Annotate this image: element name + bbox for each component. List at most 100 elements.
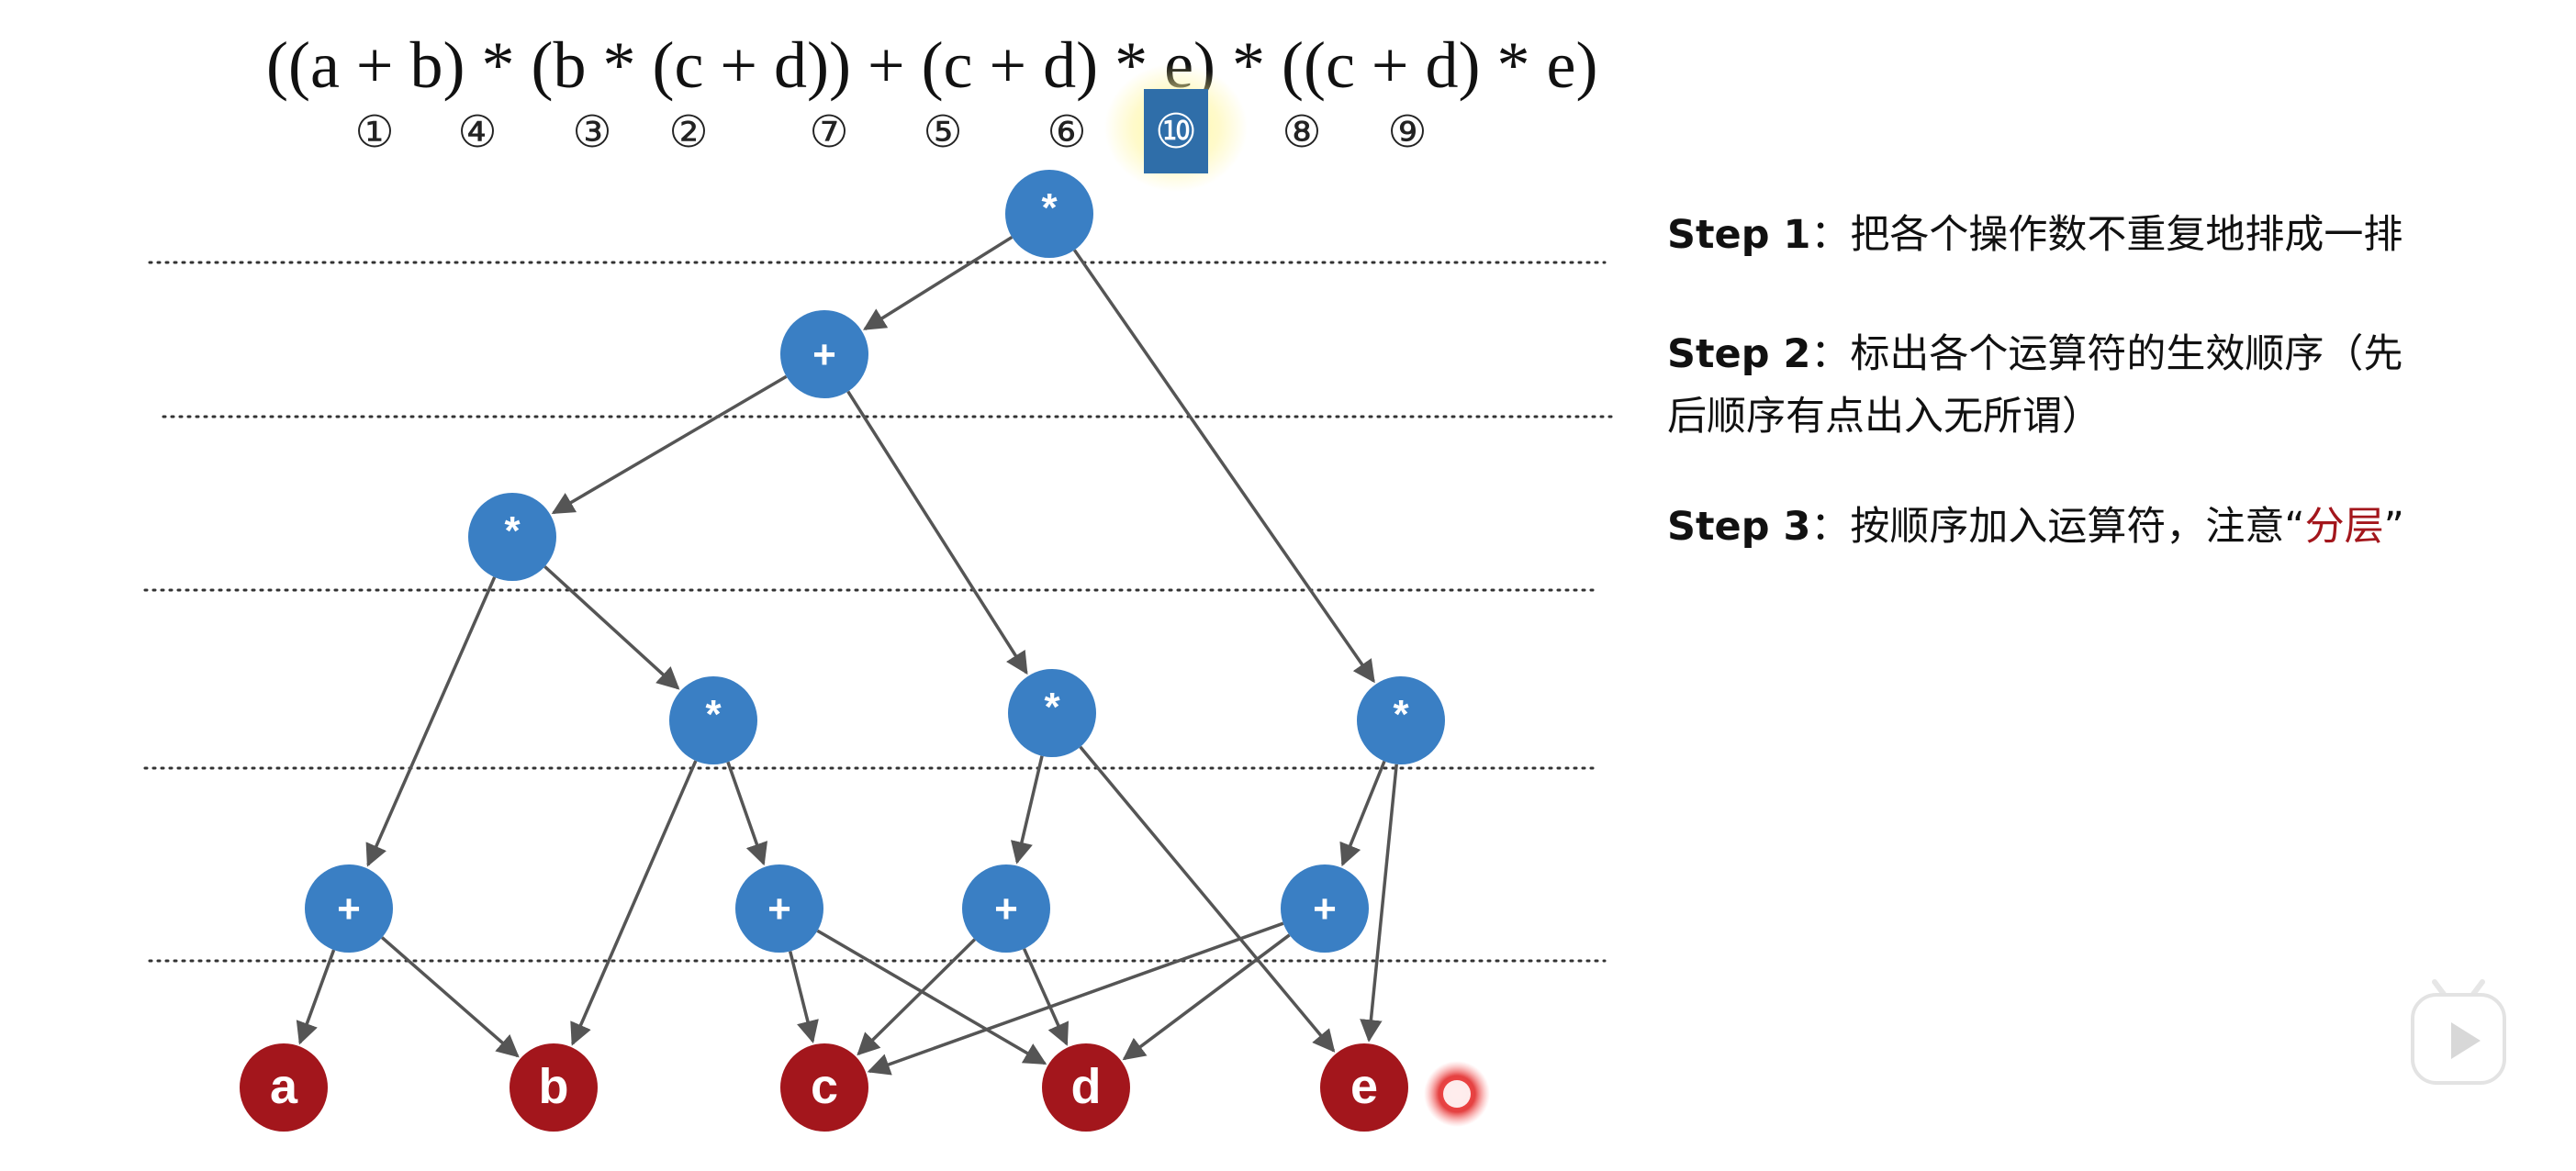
operand-node-circle: [240, 1043, 328, 1132]
operator-node-circle: [1357, 676, 1445, 764]
operator-node-circle: [780, 310, 868, 398]
operator-node-label: +: [767, 887, 791, 931]
step-item: Step 1：把各个操作数不重复地排成一排: [1667, 212, 2402, 258]
edge-n2-to-d: [816, 929, 1047, 1065]
step-text: ：把各个操作数不重复地排成一排: [1810, 212, 2402, 258]
edge-n2-to-c: [789, 951, 819, 1043]
operator-node-circle: [1281, 864, 1369, 953]
operator-node-circle: [735, 864, 823, 953]
operand-node-circle: [1320, 1043, 1408, 1132]
tree-nodes: * + * * * * + + + + a b c d e: [240, 170, 1445, 1132]
operator-node-label: *: [1041, 185, 1058, 230]
order-label: ⑧: [1282, 106, 1321, 158]
step-emphasis: 分层: [2305, 504, 2384, 550]
operator-node: *: [1357, 676, 1445, 764]
edge-n1-to-b: [380, 936, 520, 1058]
order-label: ⑨: [1387, 106, 1427, 158]
order-label-highlight: ⑩: [1104, 63, 1248, 192]
edge-n7-to-n4: [551, 374, 788, 515]
operand-node-label: b: [539, 1059, 569, 1114]
step-suffix: ”: [2384, 504, 2404, 550]
edge-n3-to-b: [570, 760, 698, 1046]
operand-node: b: [510, 1043, 598, 1132]
step-line: Step 3：按顺序加入运算符，注意“分层”: [1667, 504, 2404, 550]
operand-node-label: e: [1350, 1059, 1378, 1114]
edge-n5-to-d: [1022, 948, 1070, 1046]
operator-node-label: *: [705, 692, 722, 737]
layer-separators: [143, 261, 1618, 963]
operator-node-circle: [1005, 170, 1093, 258]
operator-node: +: [305, 864, 393, 953]
step-line-continued: 后顺序有点出入无所谓）: [1667, 394, 2101, 440]
operator-node: *: [1008, 669, 1096, 757]
edge-n9-to-n8: [1339, 760, 1386, 867]
edge-n1-to-a: [296, 949, 336, 1045]
operator-node: *: [669, 676, 757, 764]
operator-node-label: +: [1313, 887, 1337, 931]
operator-node-circle: [669, 676, 757, 764]
step-item: Step 3：按顺序加入运算符，注意“分层”: [1667, 504, 2404, 550]
step-text: ：按顺序加入运算符，注意“: [1810, 504, 2304, 550]
highlight-box: [1144, 89, 1208, 173]
edge-n6-to-n5: [1010, 755, 1044, 864]
operator-node: +: [962, 864, 1050, 953]
step-label: Step 3: [1667, 504, 1810, 550]
operand-node-label: d: [1071, 1059, 1102, 1114]
order-label: ②: [668, 106, 708, 158]
step-text: ：标出各个运算符的生效顺序（先: [1810, 331, 2402, 377]
edge-n10-to-n9: [1072, 249, 1375, 684]
operand-node-circle: [780, 1043, 868, 1132]
operator-node-circle: [305, 864, 393, 953]
edge-n7-to-n6: [846, 390, 1028, 675]
edge-n8-to-d: [1122, 933, 1291, 1061]
operator-node: *: [1005, 170, 1093, 258]
operator-node-circle: [1008, 669, 1096, 757]
edge-n9-to-e: [1360, 764, 1398, 1043]
operand-node: c: [780, 1043, 868, 1132]
edge-n5-to-c: [857, 938, 977, 1056]
step-text: 后顺序有点出入无所谓）: [1667, 394, 2101, 440]
order-label: ③: [572, 106, 611, 158]
video-play-icon[interactable]: [2411, 979, 2506, 1085]
operand-node-circle: [1042, 1043, 1130, 1132]
edge-n4-to-n1: [365, 576, 497, 867]
operator-node-circle: [962, 864, 1050, 953]
expression-text: ((a + b) * (b * (c + d)) + (c + d) * e) …: [266, 28, 1597, 102]
step-label: Step 1: [1667, 212, 1810, 258]
edge-n6-to-e: [1079, 745, 1336, 1053]
edge-n10-to-n7: [863, 235, 1014, 330]
edge-n4-to-n3: [543, 565, 680, 690]
operator-node-label: +: [337, 887, 361, 931]
order-label: ④: [457, 106, 497, 158]
step-line: Step 1：把各个操作数不重复地排成一排: [1667, 212, 2402, 258]
edge-n3-to-n2: [726, 761, 768, 866]
order-label: ⑦: [809, 106, 848, 158]
operand-node-label: a: [270, 1059, 298, 1114]
operator-node: +: [780, 310, 868, 398]
operator-node-label: +: [812, 332, 836, 377]
operand-node: e: [1320, 1043, 1408, 1132]
edge-n8-to-c: [867, 921, 1284, 1076]
operand-node: d: [1042, 1043, 1130, 1132]
operator-node-label: *: [1393, 692, 1409, 737]
order-label: ⑥: [1047, 106, 1086, 158]
operator-node: +: [1281, 864, 1369, 953]
steps-panel: Step 1：把各个操作数不重复地排成一排 Step 2：标出各个运算符的生效顺序…: [1667, 212, 2404, 550]
tree-edges: [296, 235, 1398, 1076]
order-label: ⑩: [1155, 105, 1198, 160]
operator-node: *: [468, 493, 556, 581]
operand-node-circle: [510, 1043, 598, 1132]
operator-order-labels: ① ④ ③ ② ⑦ ⑤ ⑥ ⑩ ⑧ ⑨: [354, 63, 1428, 192]
step-line: Step 2：标出各个运算符的生效顺序（先: [1667, 331, 2402, 377]
order-label: ⑤: [923, 106, 962, 158]
operator-node: +: [735, 864, 823, 953]
operator-node-label: *: [504, 508, 521, 553]
operand-node: a: [240, 1043, 328, 1132]
pointer-dot-icon: [1424, 1061, 1490, 1127]
operand-node-label: c: [811, 1059, 838, 1114]
order-label: ①: [354, 106, 394, 158]
operator-node-circle: [468, 493, 556, 581]
step-label: Step 2: [1667, 331, 1810, 377]
